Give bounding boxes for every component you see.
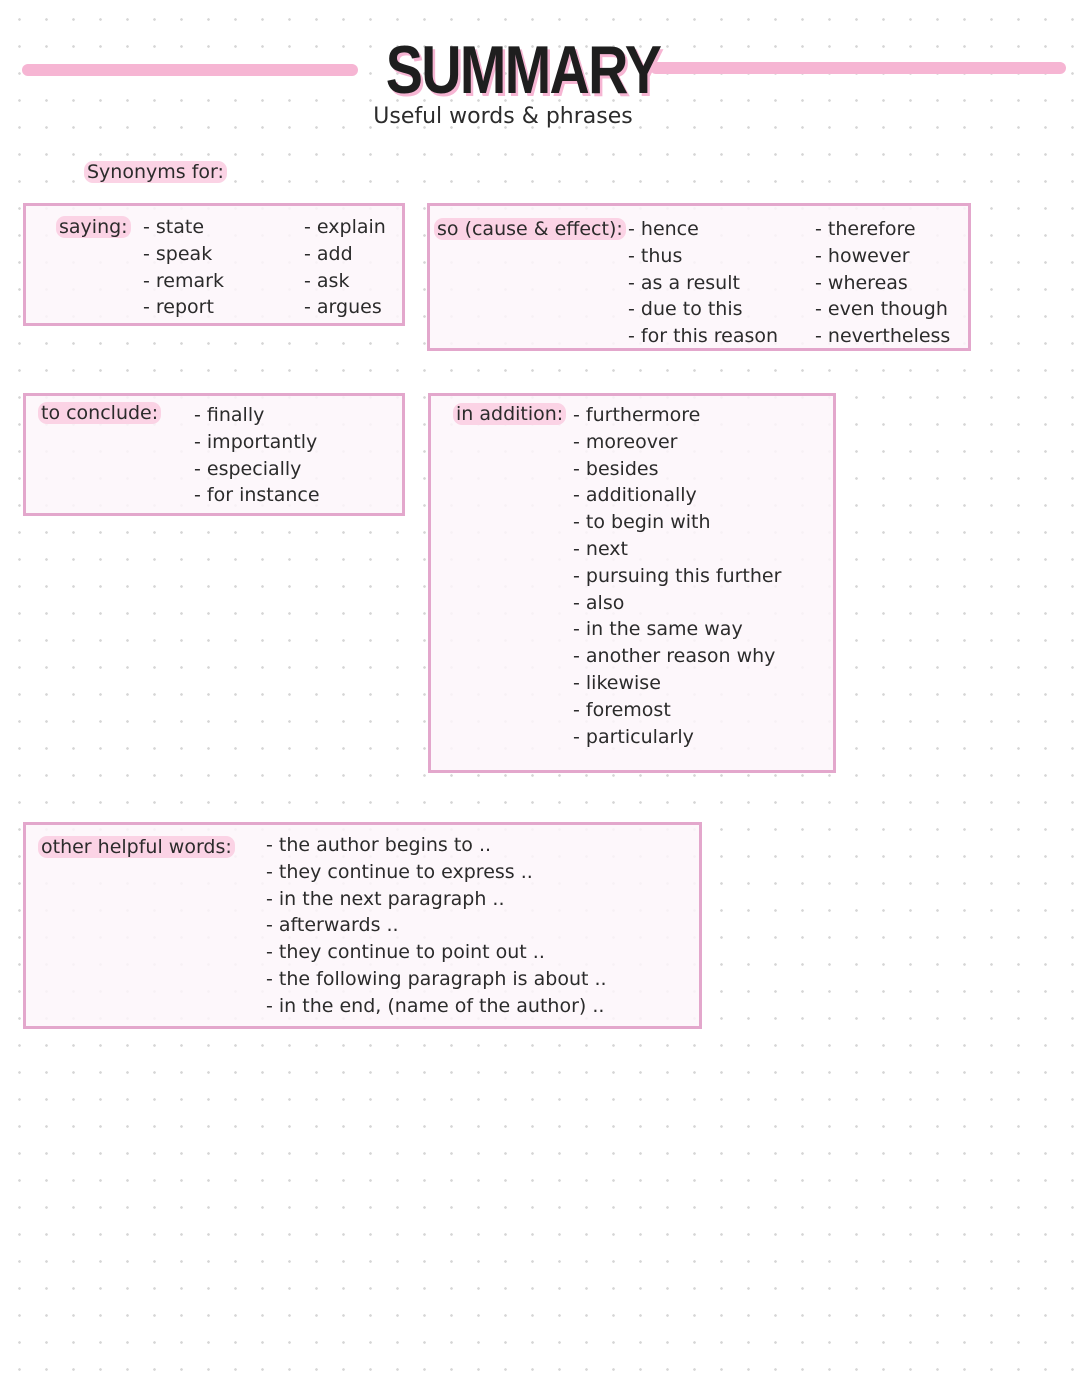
list-item: for this reason <box>628 323 778 350</box>
cause-effect-label-text: so (cause & effect): <box>434 218 626 240</box>
page-subtitle: Useful words & phrases <box>373 104 633 129</box>
helpful-label: other helpful words: <box>38 834 235 861</box>
list-item: hence <box>628 216 778 243</box>
list-item: add <box>304 241 386 268</box>
list-item: finally <box>194 402 320 429</box>
conclude-label: to conclude: <box>38 400 162 427</box>
list-item: the author begins to .. <box>266 832 607 859</box>
conclude-list: finally importantly especially for insta… <box>194 402 320 509</box>
list-item: importantly <box>194 429 320 456</box>
cause-effect-label: so (cause & effect): <box>434 216 626 243</box>
section-label-synonyms: Synonyms for: <box>84 158 227 186</box>
header-rule-left <box>22 64 358 76</box>
list-item: to begin with <box>573 509 781 536</box>
addition-label: in addition: <box>453 401 567 428</box>
saying-list-col2: explain add ask argues <box>304 214 386 321</box>
list-item: argues <box>304 294 386 321</box>
list-item: as a result <box>628 270 778 297</box>
list-item: in the next paragraph .. <box>266 886 607 913</box>
list-item: furthermore <box>573 402 781 429</box>
section-label-text: Synonyms for: <box>84 161 227 183</box>
saying-list-col1: state speak remark report <box>143 214 224 321</box>
list-item: especially <box>194 456 320 483</box>
list-item: moreover <box>573 429 781 456</box>
list-item: ask <box>304 268 386 295</box>
list-item: explain <box>304 214 386 241</box>
list-item: afterwards .. <box>266 912 607 939</box>
list-item: besides <box>573 456 781 483</box>
list-item: however <box>815 243 950 270</box>
list-item: likewise <box>573 670 781 697</box>
list-item: they continue to point out .. <box>266 939 607 966</box>
helpful-box: other helpful words: the author begins t… <box>23 822 702 1029</box>
addition-box: in addition: furthermore moreover beside… <box>428 393 836 773</box>
list-item: nevertheless <box>815 323 950 350</box>
helpful-label-text: other helpful words: <box>38 836 235 858</box>
list-item: foremost <box>573 697 781 724</box>
saying-label: saying: <box>56 214 131 241</box>
cause-effect-list-col2: therefore however whereas even though ne… <box>815 216 950 350</box>
list-item: next <box>573 536 781 563</box>
cause-effect-box: so (cause & effect): hence thus as a res… <box>427 203 971 351</box>
list-item: in the same way <box>573 616 781 643</box>
list-item: even though <box>815 296 950 323</box>
saying-box: saying: state speak remark report explai… <box>23 203 405 326</box>
list-item: therefore <box>815 216 950 243</box>
list-item: they continue to express .. <box>266 859 607 886</box>
list-item: another reason why <box>573 643 781 670</box>
header-rule-right <box>650 62 1066 74</box>
cause-effect-list-col1: hence thus as a result due to this for t… <box>628 216 778 350</box>
list-item: pursuing this further <box>573 563 782 590</box>
list-item: remark <box>143 268 224 295</box>
helpful-list: the author begins to .. they continue to… <box>266 832 607 1020</box>
conclude-label-text: to conclude: <box>38 402 162 424</box>
list-item: also <box>573 590 781 617</box>
addition-label-text: in addition: <box>453 403 567 425</box>
addition-list: furthermore moreover besides additionall… <box>573 402 782 751</box>
list-item: thus <box>628 243 778 270</box>
list-item: the following paragraph is about .. <box>266 966 607 993</box>
list-item: particularly <box>573 724 781 751</box>
list-item: state <box>143 214 224 241</box>
list-item: additionally <box>573 482 781 509</box>
conclude-box: to conclude: finally importantly especia… <box>23 393 405 516</box>
list-item: speak <box>143 241 224 268</box>
list-item: in the end, (name of the author) .. <box>266 993 607 1020</box>
page-title: SUMMARY <box>385 32 662 108</box>
list-item: for instance <box>194 482 320 509</box>
list-item: due to this <box>628 296 778 323</box>
saying-label-text: saying: <box>56 216 131 238</box>
list-item: report <box>143 294 224 321</box>
list-item: whereas <box>815 270 950 297</box>
